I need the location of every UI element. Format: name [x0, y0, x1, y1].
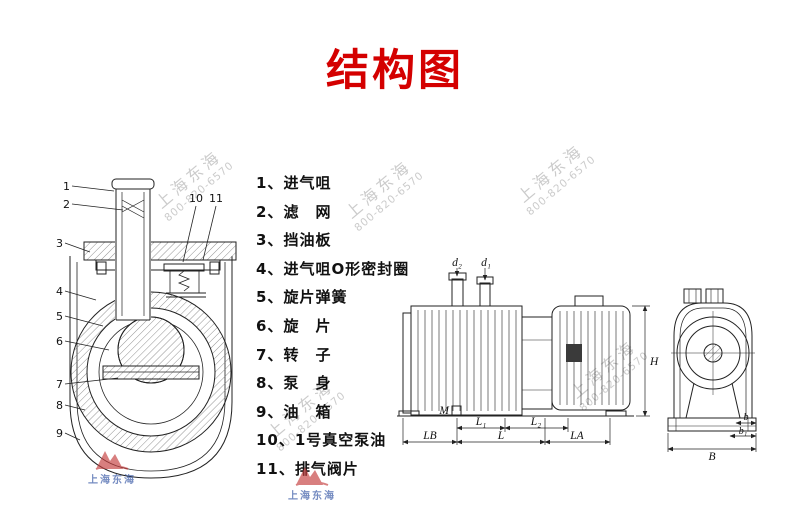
- part-number: 5、: [256, 288, 284, 307]
- side-view-dimensions: [402, 268, 650, 445]
- page-title: 结构图: [326, 46, 464, 96]
- parts-list: 1、进气咀 2、滤 网 3、挡油板 4、进气咀O形密封圈 5、旋片弹簧 6、旋 …: [256, 172, 409, 487]
- callout-6: 6: [56, 335, 63, 348]
- part-label: 进气咀O形密封圈: [283, 259, 410, 278]
- dimension-labels: d₂ d₁ H M L₁ L₂ LB L LA b b₁ B: [422, 257, 748, 463]
- dim-b1: b₁: [739, 426, 747, 437]
- parts-list-item: 6、旋 片: [256, 315, 409, 344]
- parts-list-item: 1、进气咀: [256, 172, 409, 201]
- part-label: 泵 身: [283, 374, 332, 393]
- parts-list-item: 3、挡油板: [256, 229, 409, 258]
- callout-leaders: [64, 185, 217, 441]
- dim-H: H: [649, 356, 659, 368]
- parts-list-item: 4、进气咀O形密封圈: [256, 258, 409, 287]
- logo-mark-icon: [95, 451, 129, 470]
- dim-LB: LB: [422, 430, 436, 442]
- logo-mark-icon: [295, 467, 329, 486]
- dim-L1: L₁: [475, 416, 486, 428]
- callout-1: 1: [63, 180, 70, 193]
- dim-d2: d₂: [452, 257, 462, 269]
- callout-2: 2: [63, 198, 70, 211]
- parts-list-item: 10、1号真空泵油: [256, 429, 409, 458]
- parts-list-item: 5、旋片弹簧: [256, 286, 409, 315]
- callout-10: 10: [189, 192, 203, 205]
- part-label: 进气咀: [283, 174, 332, 192]
- callout-5: 5: [56, 310, 63, 323]
- part-number: 3、: [256, 231, 284, 250]
- dim-L: L: [497, 430, 504, 442]
- part-number: 2、: [256, 202, 284, 221]
- logo-watermark: 上海东海: [288, 464, 336, 502]
- callout-7: 7: [56, 378, 63, 391]
- end-view-dimensions: [667, 420, 757, 452]
- callout-3: 3: [56, 237, 63, 250]
- part-label: 排气阀片: [294, 459, 359, 478]
- part-label: 1号真空泵油: [294, 431, 387, 450]
- logo-watermark: 上海东海: [88, 448, 136, 486]
- part-label: 滤 网: [283, 202, 332, 221]
- part-label: 旋片弹簧: [283, 288, 348, 307]
- part-number: 10、: [256, 431, 295, 450]
- dim-B: B: [708, 451, 715, 463]
- part-number: 4、: [256, 259, 284, 278]
- dim-L2: L₂: [530, 416, 541, 428]
- part-label: 挡油板: [283, 231, 332, 250]
- callout-11: 11: [209, 192, 223, 205]
- part-number: 11、: [256, 459, 295, 478]
- parts-list-item: 2、滤 网: [256, 201, 409, 230]
- logo-text: 上海东海: [288, 491, 336, 502]
- parts-list-item: 11、排气阀片: [256, 458, 409, 487]
- logo-text: 上海东海: [88, 475, 136, 486]
- callout-9: 9: [56, 427, 63, 440]
- part-number: 6、: [256, 316, 284, 335]
- callout-8: 8: [56, 399, 63, 412]
- cross-section-view: [69, 178, 237, 479]
- dim-M: M: [438, 405, 450, 417]
- part-label: 油 箱: [283, 402, 332, 421]
- part-number: 7、: [256, 345, 284, 364]
- dim-d1: d₁: [481, 257, 491, 269]
- end-view: [667, 288, 757, 432]
- parts-list-item: 9、油 箱: [256, 401, 409, 430]
- part-label: 转 子: [283, 345, 332, 364]
- dim-b: b: [744, 412, 749, 423]
- part-label: 旋 片: [283, 316, 332, 335]
- parts-list-item: 7、转 子: [256, 344, 409, 373]
- part-number: 8、: [256, 374, 284, 393]
- part-number: 1、: [256, 174, 284, 192]
- parts-list-item: 8、泵 身: [256, 372, 409, 401]
- callout-4: 4: [56, 285, 63, 298]
- side-view: [397, 272, 634, 417]
- dim-LA: LA: [569, 430, 584, 442]
- callout-numbers: 1 2 3 4 5 6 7 8 9 10 11: [56, 180, 223, 440]
- part-number: 9、: [256, 402, 284, 421]
